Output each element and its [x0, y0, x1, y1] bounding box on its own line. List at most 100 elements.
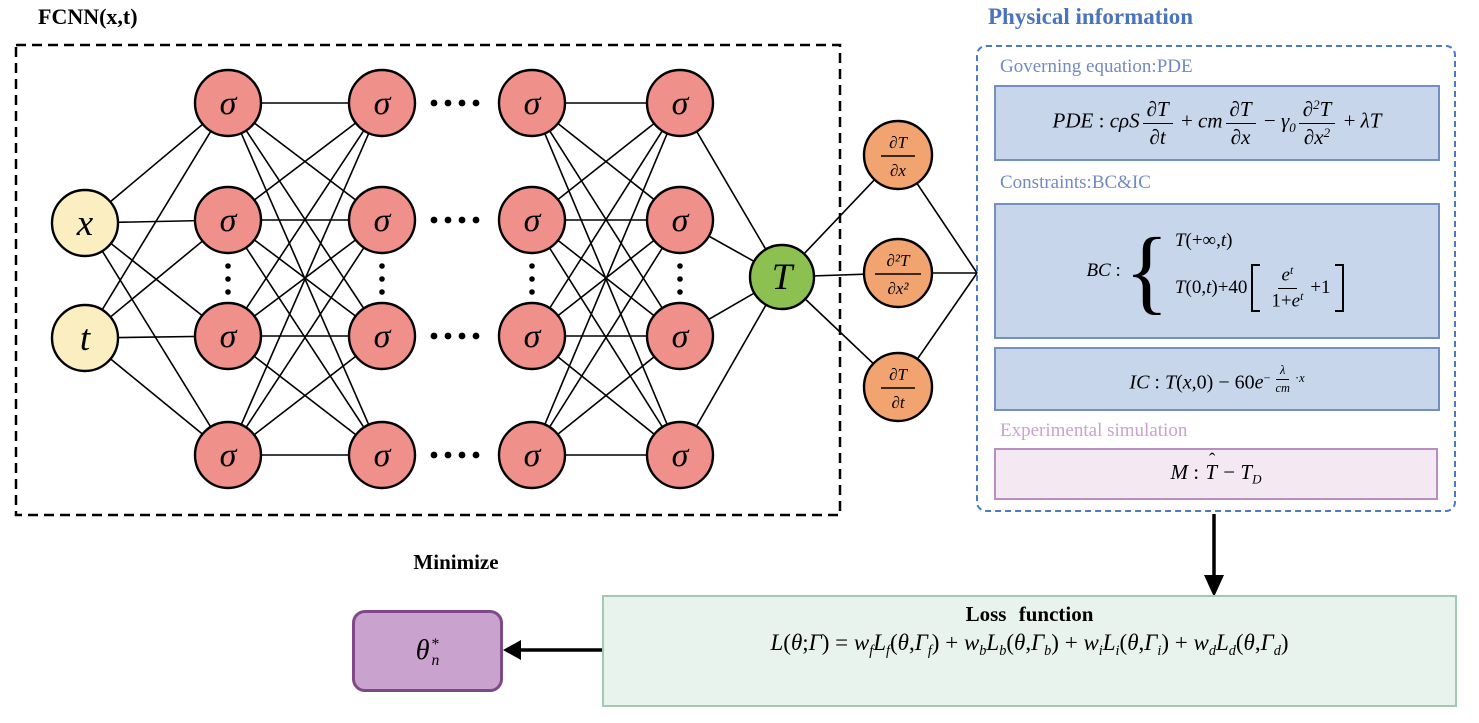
- hidden-node-2-3: [347, 301, 417, 371]
- hidden-node-1-4: [193, 420, 263, 490]
- hidden-node-3-1: [497, 68, 567, 138]
- output-node-T: [748, 243, 816, 311]
- hidden-node-2-2: [347, 185, 417, 255]
- derivative-denominator: ∂t: [891, 393, 905, 412]
- sigma-label: σ: [374, 437, 392, 474]
- h-ellipsis-dot: [430, 451, 438, 459]
- v-ellipsis-dot: [677, 276, 683, 282]
- governing-equation-label: Governing equation:PDE: [1000, 56, 1193, 77]
- hidden-node-2-4: [347, 420, 417, 490]
- input-node-x: [50, 188, 120, 258]
- hidden-node-1-1: [193, 68, 263, 138]
- physical-information-panel: Governing equation:PDE PDE : cρS∂T∂t + c…: [976, 45, 1456, 512]
- hidden-node-3-3: [497, 301, 567, 371]
- v-ellipsis-dot: [379, 276, 385, 282]
- derivative-node-2: [862, 237, 934, 309]
- v-ellipsis-dot: [379, 289, 385, 295]
- physical-to-loss-arrowhead: [1204, 575, 1224, 597]
- loss-equation: L(θ;Γ) = wfLf(θ,Γf) + wbLb(θ,Γb) + wiLi(…: [770, 630, 1289, 659]
- pde-equation-box: PDE : cρS∂T∂t + cm∂T∂x − γ0∂2T∂x2 + λT: [994, 85, 1440, 161]
- sigma-label: σ: [524, 202, 542, 239]
- loss-function-title: Loss function: [965, 602, 1094, 626]
- fcnn-dashed-box: [14, 43, 842, 517]
- ellipsis-dots: [225, 99, 683, 459]
- derivative-denominator: ∂x: [890, 161, 906, 180]
- minimize-label: Minimize: [413, 550, 499, 574]
- sigma-label: σ: [374, 318, 392, 355]
- theta-star-n: θ*n: [415, 635, 440, 669]
- h-ellipsis-dot: [472, 332, 480, 340]
- h-ellipsis-dot: [472, 99, 480, 107]
- hidden-node-3-4: [497, 420, 567, 490]
- sigma-label: σ: [374, 202, 392, 239]
- hidden-node-4-3: [645, 301, 715, 371]
- sigma-label: σ: [374, 85, 392, 122]
- sigma-label: σ: [524, 437, 542, 474]
- h-ellipsis-dot: [430, 216, 438, 224]
- hidden-node-3-2: [497, 185, 567, 255]
- input-node-label-t: t: [80, 318, 92, 359]
- h-ellipsis-dot: [472, 451, 480, 459]
- input-node-label-x: x: [76, 203, 94, 244]
- sigma-label: σ: [220, 85, 238, 122]
- hidden-node-1-3: [193, 301, 263, 371]
- derivative-node-3: [862, 351, 934, 423]
- input-node-t: [50, 303, 120, 373]
- derivative-numerator: ∂²T: [887, 251, 911, 270]
- h-ellipsis-dot: [444, 99, 452, 107]
- pde-equation: PDE : cρS∂T∂t + cm∂T∂x − γ0∂2T∂x2 + λT: [1052, 97, 1382, 149]
- sigma-label: σ: [672, 318, 690, 355]
- h-ellipsis-dot: [444, 216, 452, 224]
- hidden-node-4-2: [645, 185, 715, 255]
- sigma-label: σ: [672, 85, 690, 122]
- h-ellipsis-dot: [458, 99, 466, 107]
- h-ellipsis-dot: [458, 332, 466, 340]
- bc-prefix: BC :: [1086, 260, 1121, 281]
- derivative-numerator: ∂T: [889, 365, 908, 384]
- hidden-node-1-2: [193, 185, 263, 255]
- bc-case-1: T(+∞,t): [1174, 230, 1233, 252]
- sigma-label: σ: [672, 437, 690, 474]
- h-ellipsis-dot: [430, 99, 438, 107]
- v-ellipsis-dot: [225, 263, 231, 269]
- hidden-node-2-1: [347, 68, 417, 138]
- sigma-label: σ: [220, 437, 238, 474]
- derivative-denominator: ∂x²: [887, 279, 909, 298]
- v-ellipsis-dot: [677, 263, 683, 269]
- physical-information-title: Physical information: [988, 4, 1194, 29]
- output-node-label: T: [772, 257, 795, 298]
- derivative-node-1: [862, 119, 934, 191]
- h-ellipsis-dot: [458, 451, 466, 459]
- sigma-label: σ: [220, 318, 238, 355]
- h-ellipsis-dot: [444, 451, 452, 459]
- v-ellipsis-dot: [529, 289, 535, 295]
- loss-to-theta-arrowhead: [503, 640, 521, 660]
- sigma-label: σ: [220, 202, 238, 239]
- optimal-theta-box: θ*n: [352, 610, 503, 692]
- loss-function-box: Loss function L(θ;Γ) = wfLf(θ,Γf) + wbLb…: [602, 595, 1457, 707]
- v-ellipsis-dot: [225, 276, 231, 282]
- v-ellipsis-dot: [379, 263, 385, 269]
- fcnn-title: FCNN(x,t): [38, 4, 138, 29]
- sigma-label: σ: [524, 85, 542, 122]
- h-ellipsis-dot: [444, 332, 452, 340]
- hidden-node-4-1: [645, 68, 715, 138]
- h-ellipsis-dot: [472, 216, 480, 224]
- v-ellipsis-dot: [529, 276, 535, 282]
- derivative-numerator: ∂T: [889, 133, 908, 152]
- constraints-label: Constraints:BC&IC: [1000, 172, 1151, 193]
- h-ellipsis-dot: [458, 216, 466, 224]
- experimental-simulation-label: Experimental simulation: [1000, 420, 1188, 441]
- hidden-node-4-4: [645, 420, 715, 490]
- v-ellipsis-dot: [225, 289, 231, 295]
- sigma-label: σ: [524, 318, 542, 355]
